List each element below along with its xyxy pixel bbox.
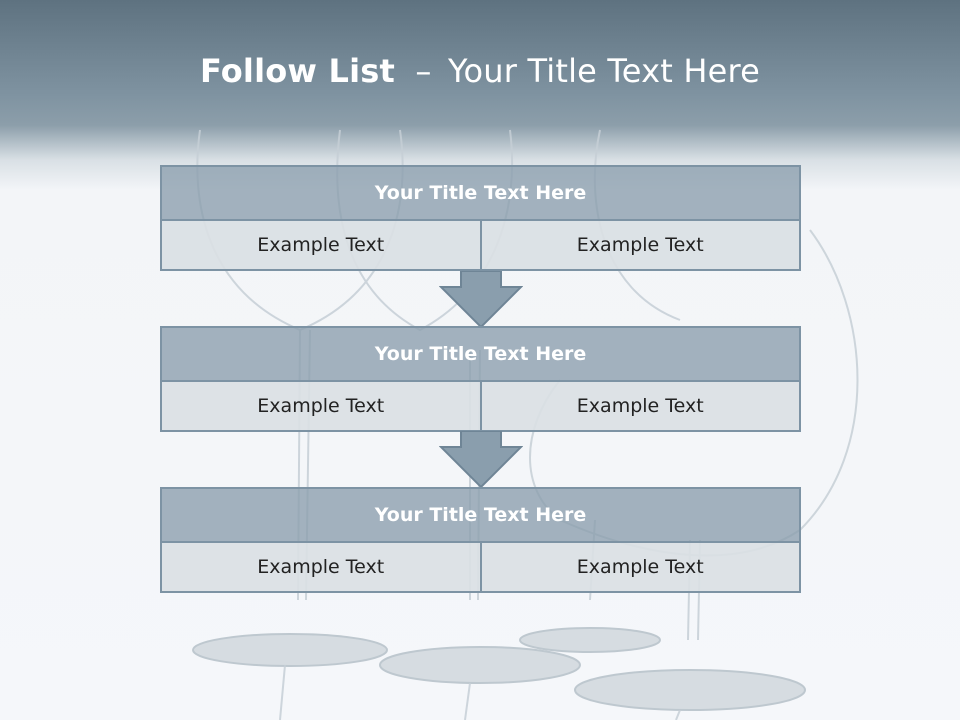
title-rest: Your Title Text Here bbox=[448, 52, 761, 90]
step-title: Your Title Text Here bbox=[160, 326, 801, 382]
step-title: Your Title Text Here bbox=[160, 165, 801, 221]
step-cell-right: Example Text bbox=[481, 543, 801, 593]
title-separator: – bbox=[415, 52, 432, 90]
step-row: Example Text Example Text bbox=[160, 382, 801, 432]
step-block-3: Your Title Text Here Example Text Exampl… bbox=[160, 487, 801, 593]
step-cell-left: Example Text bbox=[160, 221, 482, 271]
step-row: Example Text Example Text bbox=[160, 543, 801, 593]
step-cell-right: Example Text bbox=[481, 382, 801, 432]
step-row: Example Text Example Text bbox=[160, 221, 801, 271]
down-arrow-icon bbox=[439, 271, 523, 329]
step-block-1: Your Title Text Here Example Text Exampl… bbox=[160, 165, 801, 271]
down-arrow-icon bbox=[439, 431, 523, 489]
step-cell-left: Example Text bbox=[160, 382, 482, 432]
slide-title: Follow List – Your Title Text Here bbox=[0, 52, 960, 90]
step-cell-left: Example Text bbox=[160, 543, 482, 593]
step-cell-right: Example Text bbox=[481, 221, 801, 271]
step-block-2: Your Title Text Here Example Text Exampl… bbox=[160, 326, 801, 432]
step-title: Your Title Text Here bbox=[160, 487, 801, 543]
title-bold: Follow List bbox=[199, 52, 396, 90]
